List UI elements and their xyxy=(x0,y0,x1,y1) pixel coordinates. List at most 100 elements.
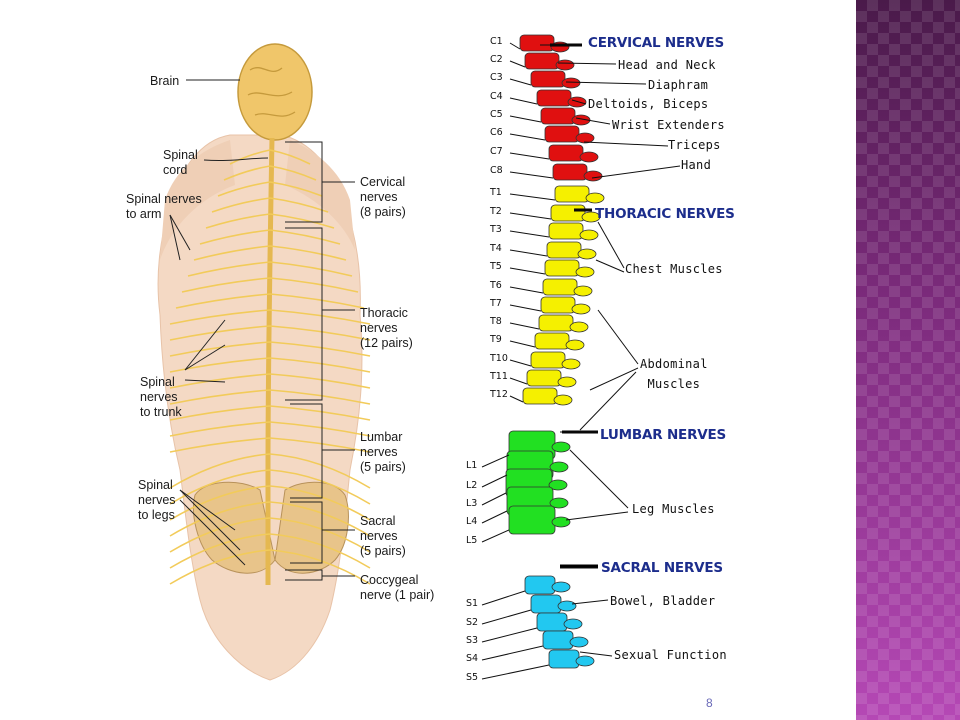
pointer-lines xyxy=(169,79,269,566)
nerve-branch xyxy=(269,293,365,309)
vertebra-c5 xyxy=(540,107,576,125)
nerve-branch xyxy=(169,357,271,373)
leader-c3 xyxy=(509,78,532,86)
region-brackets xyxy=(285,141,355,581)
leader-l1 xyxy=(481,454,510,468)
nerve-branch xyxy=(169,517,271,553)
vertebra-leader-lines xyxy=(481,42,556,680)
vertebra-label-c1: C1 xyxy=(490,36,503,47)
nerve-branch xyxy=(169,405,271,421)
function-deltoids-biceps: Deltoids, Biceps xyxy=(588,97,709,111)
vertebra-label-c7: C7 xyxy=(490,146,503,157)
leader-s4 xyxy=(481,645,544,661)
leader-l2 xyxy=(481,474,508,488)
leader-t6 xyxy=(509,286,544,294)
spinous-process-t5 xyxy=(575,266,595,278)
nerve-branch xyxy=(181,277,271,293)
vertebra-label-l2: L2 xyxy=(466,480,478,491)
label-lumbar-nerves: Lumbar nerves (5 pairs) xyxy=(360,430,406,474)
nerve-branch xyxy=(269,437,371,453)
spinous-process-s4 xyxy=(569,636,589,648)
leader-s2 xyxy=(481,609,532,625)
function-leader-lines xyxy=(540,44,681,657)
leader-t10 xyxy=(509,359,532,367)
nerve-branch xyxy=(269,149,311,165)
spinous-process-c6 xyxy=(575,132,595,144)
leader-c2 xyxy=(509,60,526,68)
nerve-branch xyxy=(269,245,347,261)
nerve-branch xyxy=(199,229,271,245)
nerve-branch xyxy=(269,277,359,293)
spinous-process-t8 xyxy=(569,321,589,333)
nerve-branch xyxy=(223,165,271,181)
nerve-branch xyxy=(269,405,371,421)
nerve-branch xyxy=(169,453,271,489)
leader-t2 xyxy=(509,212,552,220)
nerve-branch xyxy=(169,309,271,325)
leader-c6 xyxy=(509,133,546,141)
vertebra-label-t10: T10 xyxy=(490,353,508,364)
vertebra-t7 xyxy=(540,296,576,314)
function-wrist-extenders: Wrist Extenders xyxy=(612,118,725,132)
vertebra-s1 xyxy=(524,575,556,595)
function-bowel-bladder: Bowel, Bladder xyxy=(610,594,716,608)
vertebra-label-l3: L3 xyxy=(466,498,478,509)
leader-l3 xyxy=(481,492,507,506)
vertebra-label-t2: T2 xyxy=(490,206,502,217)
vertebra-s4 xyxy=(542,630,574,650)
spinous-process-t3 xyxy=(579,229,599,241)
spinous-process-s2 xyxy=(557,600,577,612)
spinous-process-s3 xyxy=(563,618,583,630)
spinous-process-l5 xyxy=(551,516,571,528)
spinous-process-t9 xyxy=(565,339,585,351)
label-coccygeal-nerve: Coccygeal nerve (1 pair) xyxy=(360,573,435,602)
nerve-branch xyxy=(193,245,271,261)
vertebra-label-c4: C4 xyxy=(490,91,503,102)
leader-t7 xyxy=(509,304,542,312)
leader-t3 xyxy=(509,230,550,238)
nerve-branch xyxy=(269,357,371,373)
vertebra-c3 xyxy=(530,70,566,88)
spinous-process-t1 xyxy=(585,192,605,204)
spinous-process-t12 xyxy=(553,394,573,406)
vertebra-label-t4: T4 xyxy=(490,243,502,254)
nerve-branch xyxy=(205,213,271,229)
label-cervical-nerves: Cervical nerves (8 pairs) xyxy=(360,175,406,219)
nerve-branch xyxy=(269,165,317,181)
nerve-branch xyxy=(169,501,271,537)
function-diaphragm: Diaphram xyxy=(648,78,709,92)
label-thoracic-nerves: Thoracic nerves (12 pairs) xyxy=(360,306,413,350)
vertebra-t1 xyxy=(554,185,590,203)
nerve-branch xyxy=(169,549,271,585)
vertebra-label-t9: T9 xyxy=(490,334,502,345)
nerve-branch xyxy=(269,325,371,341)
vertebra-t4 xyxy=(546,241,582,259)
vertebra-label-t7: T7 xyxy=(490,298,502,309)
leader-c8 xyxy=(509,171,554,179)
spinous-process-s1 xyxy=(551,581,571,593)
nerve-branch xyxy=(169,437,271,453)
spinous-process-l1 xyxy=(551,441,571,453)
vertebra-label-t11: T11 xyxy=(490,371,508,382)
vertebra-label-t12: T12 xyxy=(490,389,508,400)
vertebra-label-c6: C6 xyxy=(490,127,503,138)
nerve-branch xyxy=(187,261,271,277)
vertebra-label-c3: C3 xyxy=(490,72,503,83)
vertebra-c6 xyxy=(544,125,580,143)
vertebra-s5 xyxy=(548,649,580,669)
vertebra-label-c2: C2 xyxy=(490,54,503,65)
nervous-system-illustration xyxy=(157,43,371,681)
vertebra-t6 xyxy=(542,278,578,296)
nerve-branch xyxy=(269,533,371,569)
vertebra-t8 xyxy=(538,314,574,332)
leader-t1 xyxy=(509,193,556,201)
label-brain: Brain xyxy=(150,74,180,88)
function-triceps: Triceps xyxy=(668,138,721,152)
spinous-process-t6 xyxy=(573,285,593,297)
spinous-process-l2 xyxy=(549,461,569,473)
spinous-process-l3 xyxy=(548,479,568,491)
header-thoracic-nerves: THORACIC NERVES xyxy=(595,206,735,222)
vertebra-s2 xyxy=(530,594,562,614)
spinous-process-s5 xyxy=(575,655,595,667)
label-nerves-to-trunk: Spinal nerves to trunk xyxy=(140,375,182,419)
